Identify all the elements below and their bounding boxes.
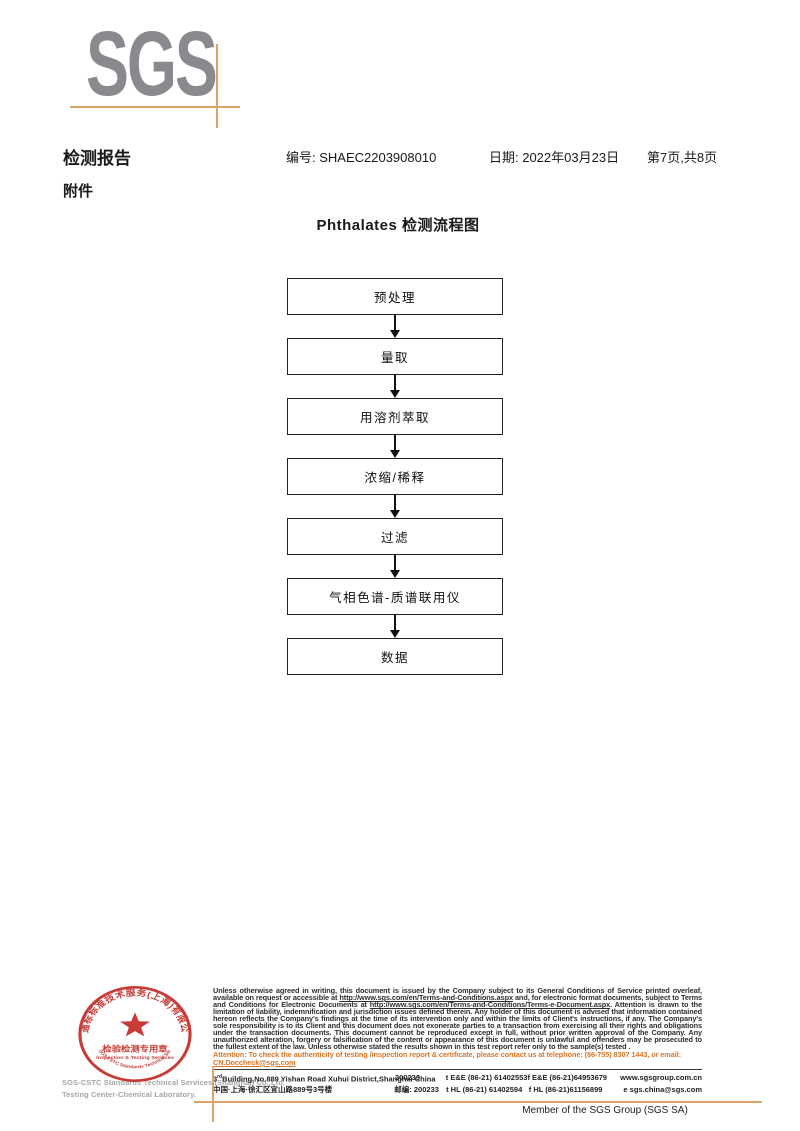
flow-arrow-icon: [287, 555, 503, 578]
flow-arrow-icon: [287, 375, 503, 398]
flowchart: 预处理 量取 用溶剂萃取 浓缩/稀释 过滤 气相色谱-质谱联用仪 数据: [287, 278, 503, 675]
flow-step-solvent-extraction: 用溶剂萃取: [287, 398, 503, 435]
report-number: 编号: SHAEC2203908010: [286, 150, 437, 165]
address-row-en: 3rdBuilding,No.889 Yishan Road Xuhui Dis…: [213, 1072, 702, 1085]
page-indicator: 第7页,共8页: [647, 150, 718, 165]
flow-arrow-icon: [287, 435, 503, 458]
flow-step-data: 数据: [287, 638, 503, 675]
postcode: 200233: [395, 1072, 421, 1082]
attention-note: Attention: To check the authenticity of …: [213, 1050, 702, 1067]
logo-horizontal-rule: [70, 106, 240, 108]
flow-step-measure: 量取: [287, 338, 503, 375]
logo-vertical-rule: [216, 44, 218, 128]
attachment-label: 附件: [63, 183, 94, 200]
stamp-star-icon: [120, 1012, 150, 1037]
attention-text: Attention: To check the authenticity of …: [213, 1050, 681, 1060]
fax-hl: f HL (86-21)61156899: [528, 1085, 603, 1095]
company-lab-line: Testing Center-Chemical Laboratory.: [62, 1090, 197, 1099]
company-name-en: SGS-CSTC Standards Technical Services (S…: [62, 1078, 286, 1087]
flow-step-filter: 过滤: [287, 518, 503, 555]
footer-horizontal-rule: [194, 1101, 762, 1103]
legal-text: Unless otherwise agreed in writing, this…: [213, 986, 702, 1003]
website-link[interactable]: www.sgsgroup.com.cn: [620, 1072, 702, 1082]
flow-step-pretreatment: 预处理: [287, 278, 503, 315]
fax-ee: f E&E (86-21)64953679: [527, 1072, 608, 1082]
flowchart-title: Phthalates 检测流程图: [316, 217, 480, 234]
doccheck-email-link[interactable]: CN.Doccheck@sgs.com: [213, 1057, 296, 1067]
terms-link[interactable]: http://www.sgs.com/en/Terms-and-Conditio…: [339, 993, 513, 1003]
footer-vertical-rule: [212, 1066, 214, 1122]
flow-step-gcms: 气相色谱-质谱联用仪: [287, 578, 503, 615]
flow-arrow-icon: [287, 315, 503, 338]
report-date: 日期: 2022年03月23日: [489, 150, 620, 165]
stamp-center-line2: Inspection & Testing Services: [96, 1055, 174, 1060]
sgs-logo: SGS: [86, 13, 218, 115]
footer-legal-block: Unless otherwise agreed in writing, this…: [213, 987, 702, 1095]
address-block: 3rdBuilding,No.889 Yishan Road Xuhui Dis…: [213, 1068, 702, 1096]
sgs-group-member-note: Member of the SGS Group (SGS SA): [522, 1105, 688, 1116]
stamp-center-line1: 检验检测专用章: [102, 1043, 168, 1053]
address-en: 3rdBuilding,No.889 Yishan Road Xuhui Dis…: [213, 1073, 436, 1084]
legal-text: and, for electronic format documents, su…: [213, 993, 702, 1010]
flow-arrow-icon: [287, 615, 503, 638]
tel-ee: t E&E (86-21) 61402553: [445, 1072, 528, 1082]
email-link[interactable]: e sgs.china@sgs.com: [623, 1085, 702, 1095]
legal-text: . Attention is drawn to the limitation o…: [213, 1000, 702, 1052]
address-cn: 中国·上海·徐汇区宜山路889号3号楼: [213, 1085, 333, 1095]
report-title: 检测报告: [63, 149, 131, 168]
tel-hl: t HL (86-21) 61402594: [446, 1085, 523, 1095]
legal-paragraph: Unless otherwise agreed in writing, this…: [213, 986, 702, 1052]
inspection-stamp-icon: 通标标准技术服务(上海)有限公司 SGS-CSTC Standards Tech…: [76, 984, 192, 1082]
postcode-cn: 邮编: 200233: [394, 1085, 439, 1095]
flow-arrow-icon: [287, 495, 503, 518]
terms-e-document-link[interactable]: http://www.sgs.com/en/Terms-and-Conditio…: [369, 1000, 611, 1010]
address-row-cn: 中国·上海·徐汇区宜山路889号3号楼 邮编: 200233 t HL (86-…: [213, 1084, 702, 1095]
flow-step-concentrate-dilute: 浓缩/稀释: [287, 458, 503, 495]
